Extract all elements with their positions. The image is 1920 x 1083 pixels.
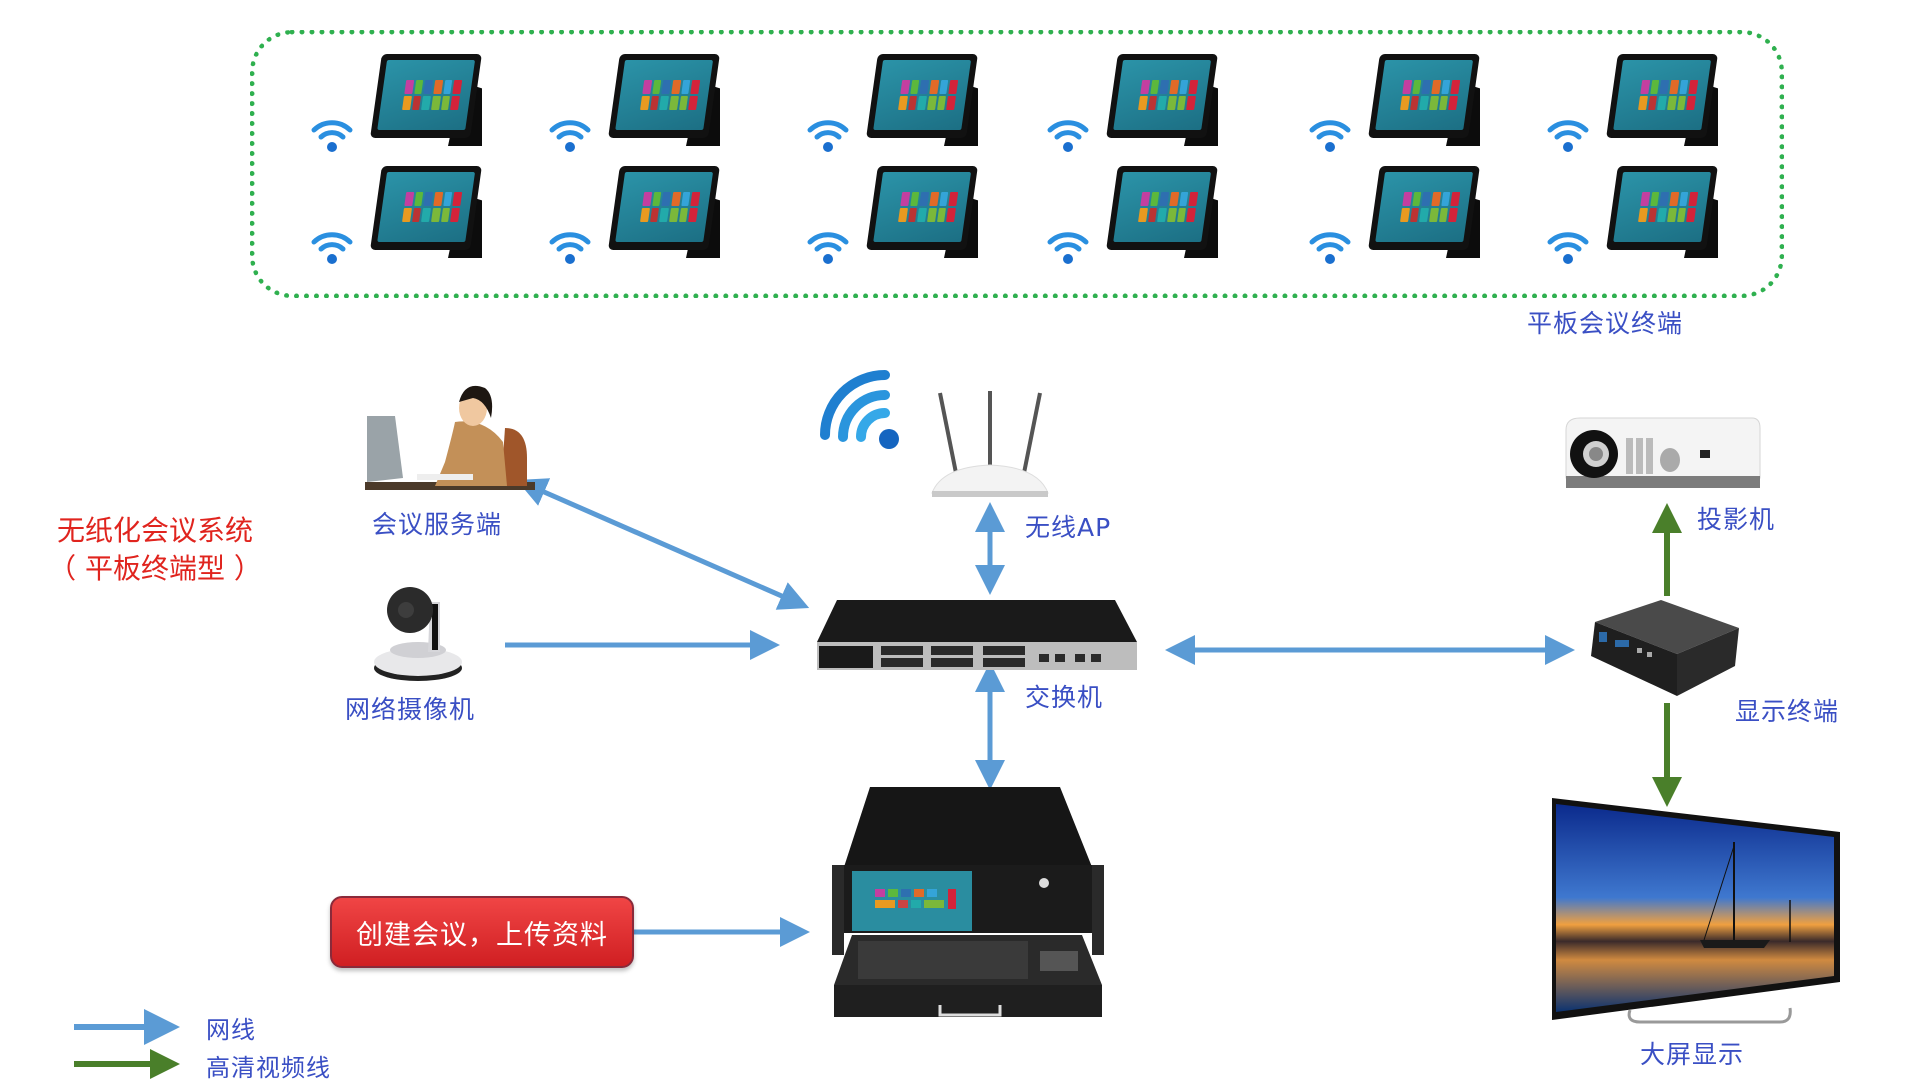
wifi-icon: [310, 224, 354, 268]
tablet-terminal[interactable]: [1104, 164, 1222, 260]
system-title-line2: （ 平板终端型 ）: [48, 552, 262, 585]
tablet-group-label: 平板会议终端: [1527, 309, 1684, 338]
wifi-icon: [1546, 112, 1590, 156]
system-title-line1: 无纸化会议系统: [56, 514, 253, 547]
legend-hd-video-label: 高清视频线: [206, 1054, 331, 1082]
wireless-router-icon: [931, 391, 1049, 497]
projector-icon: [1565, 417, 1761, 488]
meeting-server-label: 会议服务端: [372, 510, 503, 539]
projector-node[interactable]: [1560, 410, 1765, 495]
tablet-terminal[interactable]: [606, 164, 724, 260]
wireless-ap-label: 无线AP: [1025, 513, 1112, 542]
tablet-terminal[interactable]: [1104, 52, 1222, 148]
wifi-icon: [806, 224, 850, 268]
tablet-terminal[interactable]: [1604, 52, 1722, 148]
tablet-terminal[interactable]: [1604, 164, 1722, 260]
wifi-icon: [1546, 224, 1590, 268]
tablet-group-boundary: [250, 30, 1784, 298]
create-meeting-upload-button[interactable]: 创建会议，上传资料: [330, 896, 634, 968]
wifi-icon: [815, 365, 900, 450]
tablet-terminal[interactable]: [606, 52, 724, 148]
rack-console-node[interactable]: [830, 785, 1125, 1035]
tablet-terminal[interactable]: [864, 52, 982, 148]
network-camera-node[interactable]: [370, 582, 466, 684]
meeting-server-node[interactable]: [355, 378, 535, 496]
wifi-icon: [548, 112, 592, 156]
wifi-icon: [1046, 112, 1090, 156]
media-box-icon: [1591, 600, 1739, 696]
wifi-icon: [806, 112, 850, 156]
tv-icon: [1552, 798, 1840, 1024]
wifi-icon: [1308, 112, 1352, 156]
tablet-terminal[interactable]: [1366, 164, 1484, 260]
wireless-ap-node[interactable]: [920, 385, 1060, 505]
display-terminal-node[interactable]: [1565, 592, 1745, 702]
tablet-terminal[interactable]: [1366, 52, 1484, 148]
projector-label: 投影机: [1697, 505, 1776, 534]
operator-computer-icon: [365, 385, 535, 490]
tablet-terminal[interactable]: [368, 52, 486, 148]
network-switch-node[interactable]: [815, 592, 1140, 674]
network-switch-label: 交换机: [1025, 683, 1104, 712]
wifi-icon: [1046, 224, 1090, 268]
ptz-camera-icon: [374, 587, 462, 681]
tablet-terminal[interactable]: [368, 164, 486, 260]
rack-console-icon: [832, 787, 1104, 1017]
network-switch-icon: [817, 600, 1137, 670]
network-camera-label: 网络摄像机: [345, 695, 476, 724]
tablet-terminal[interactable]: [864, 164, 982, 260]
big-screen-label: 大屏显示: [1640, 1040, 1745, 1069]
system-title: 无纸化会议系统 （ 平板终端型 ）: [20, 512, 290, 588]
big-screen-node[interactable]: [1550, 792, 1850, 1032]
wifi-icon: [310, 112, 354, 156]
wifi-icon: [548, 224, 592, 268]
display-terminal-label: 显示终端: [1735, 697, 1840, 726]
arrow-server-switch: [516, 478, 810, 610]
wifi-icon: [1308, 224, 1352, 268]
legend-network-label: 网线: [206, 1016, 256, 1044]
